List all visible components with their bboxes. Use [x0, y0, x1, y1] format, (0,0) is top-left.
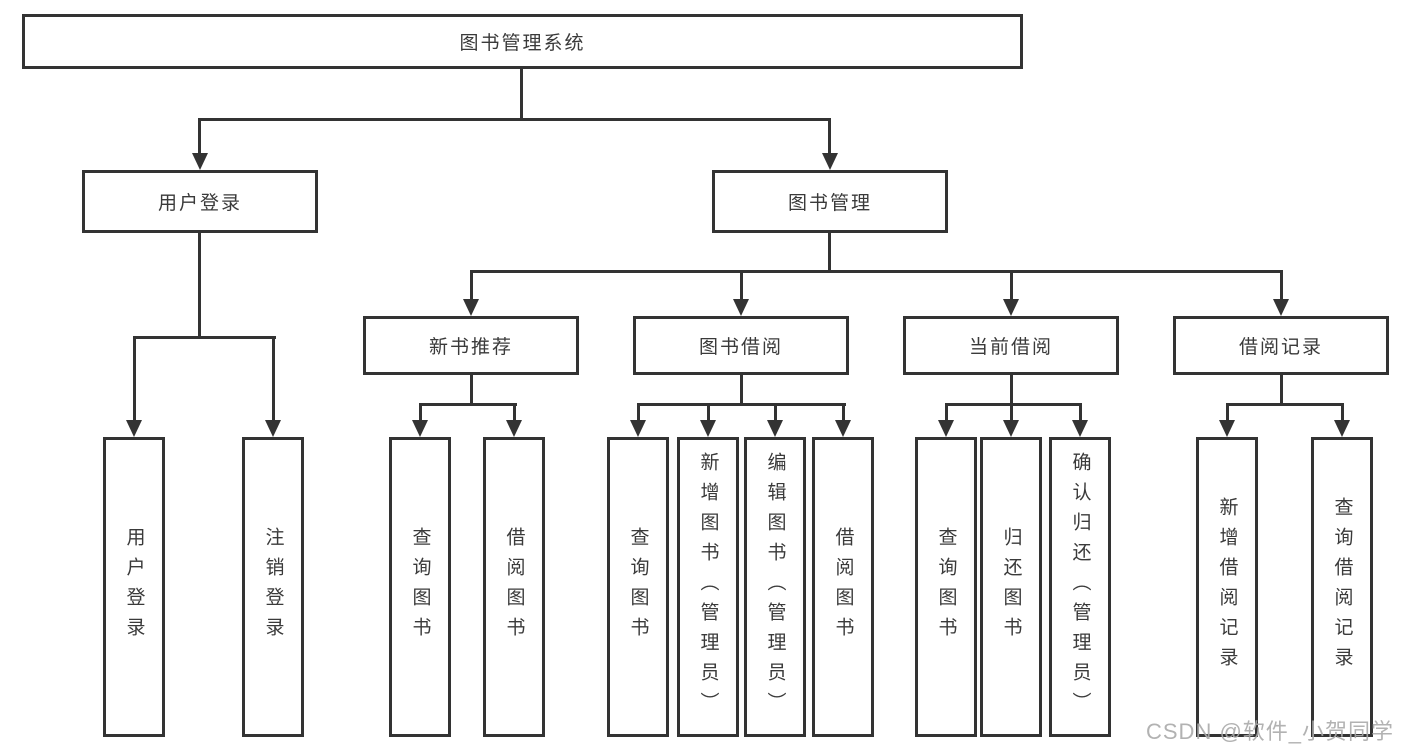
connector-current-drop-3	[1079, 403, 1082, 422]
connector-book-mgmt-stem	[828, 230, 831, 272]
arrow-down-icon	[1003, 299, 1019, 316]
connector-records-drop-2	[1341, 403, 1344, 422]
leaf-query-borrow-record: 查询借阅记录	[1311, 437, 1373, 737]
leaf-add-borrow-record: 新增借阅记录	[1196, 437, 1258, 737]
node-book-borrow: 图书借阅	[633, 316, 849, 375]
node-user-login: 用户登录	[82, 170, 318, 233]
connector-records-bus	[1226, 403, 1344, 406]
arrow-down-icon	[1072, 420, 1088, 437]
node-book-management: 图书管理	[712, 170, 948, 233]
connector-borrow-drop-1	[637, 403, 640, 422]
leaf-borrow-books: 借阅图书	[812, 437, 874, 737]
connector-borrow-bus	[637, 403, 846, 406]
connector-user-login-drop-1	[133, 336, 136, 422]
leaf-confirm-return-admin: 确认归还（管理员）	[1049, 437, 1111, 737]
connector-root-drop-right	[828, 118, 831, 156]
leaf-return-books: 归还图书	[980, 437, 1042, 737]
connector-borrow-drop-2	[707, 403, 710, 422]
leaf-edit-books-admin: 编辑图书（管理员）	[744, 437, 806, 737]
arrow-down-icon	[463, 299, 479, 316]
arrow-down-icon	[630, 420, 646, 437]
node-borrow-records: 借阅记录	[1173, 316, 1389, 375]
connector-recommend-bus	[419, 403, 517, 406]
connector-borrow-drop-4	[842, 403, 845, 422]
arrow-down-icon	[835, 420, 851, 437]
connector-records-stem	[1280, 373, 1283, 406]
connector-records-drop-1	[1226, 403, 1229, 422]
arrow-down-icon	[412, 420, 428, 437]
leaf-borrow-books-recommend: 借阅图书	[483, 437, 545, 737]
arrow-down-icon	[506, 420, 522, 437]
leaf-query-books-recommend: 查询图书	[389, 437, 451, 737]
leaf-query-books-borrow: 查询图书	[607, 437, 669, 737]
connector-current-drop-2	[1010, 403, 1013, 422]
connector-current-bus	[945, 403, 1082, 406]
csdn-watermark: CSDN @软件_小贺同学	[1146, 719, 1395, 744]
connector-book-mgmt-bus	[470, 270, 1283, 273]
connector-book-mgmt-drop-4	[1280, 270, 1283, 302]
connector-root-drop-left	[198, 118, 201, 156]
connector-user-login-stem	[198, 230, 201, 338]
connector-recommend-drop-2	[513, 403, 516, 422]
arrow-down-icon	[700, 420, 716, 437]
node-new-book-recommend: 新书推荐	[363, 316, 579, 375]
connector-recommend-drop-1	[419, 403, 422, 422]
arrow-down-icon	[126, 420, 142, 437]
arrow-down-icon	[733, 299, 749, 316]
leaf-query-books-current: 查询图书	[915, 437, 977, 737]
leaf-add-books-admin: 新增图书（管理员）	[677, 437, 739, 737]
connector-borrow-drop-3	[774, 403, 777, 422]
arrow-down-icon	[192, 153, 208, 170]
connector-current-drop-1	[945, 403, 948, 422]
node-current-borrow: 当前借阅	[903, 316, 1119, 375]
connector-recommend-stem	[470, 373, 473, 406]
arrow-down-icon	[265, 420, 281, 437]
arrow-down-icon	[938, 420, 954, 437]
arrow-down-icon	[1219, 420, 1235, 437]
connector-user-login-drop-2	[272, 336, 275, 422]
arrow-down-icon	[1003, 420, 1019, 437]
node-root: 图书管理系统	[22, 14, 1023, 69]
arrow-down-icon	[1334, 420, 1350, 437]
leaf-user-login: 用户登录	[103, 437, 165, 737]
connector-borrow-stem	[740, 373, 743, 406]
connector-root-stem	[520, 66, 523, 120]
arrow-down-icon	[1273, 299, 1289, 316]
connector-user-login-bus	[133, 336, 276, 339]
connector-current-stem	[1010, 373, 1013, 406]
connector-book-mgmt-drop-3	[1010, 270, 1013, 302]
connector-book-mgmt-drop-2	[740, 270, 743, 302]
leaf-logout: 注销登录	[242, 437, 304, 737]
arrow-down-icon	[767, 420, 783, 437]
arrow-down-icon	[822, 153, 838, 170]
connector-book-mgmt-drop-1	[470, 270, 473, 302]
connector-root-bus	[198, 118, 831, 121]
